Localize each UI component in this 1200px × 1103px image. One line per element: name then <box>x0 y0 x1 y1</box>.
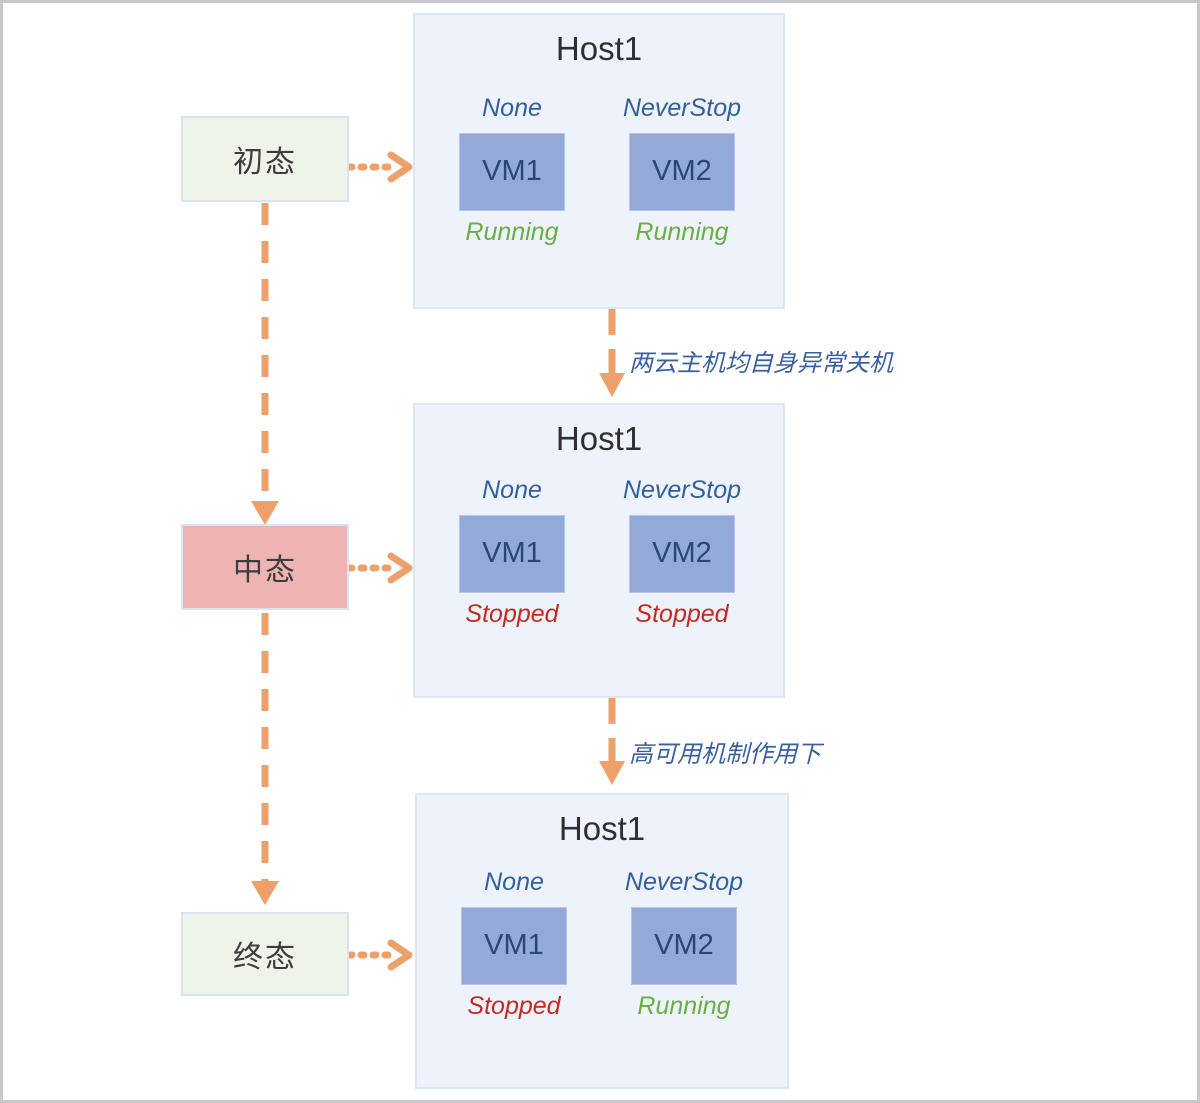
transition-arrow-2 <box>599 698 625 785</box>
host-panel-1[interactable]: Host1 None VM1 Running NeverStop VM2 Run… <box>413 13 785 309</box>
vm-box-vm1[interactable]: VM1 <box>459 514 565 593</box>
vm-name-label: VM1 <box>482 155 542 187</box>
host-panel-2-title: Host1 <box>555 420 643 457</box>
state-label-final: 终态 <box>233 941 297 974</box>
vm-group-1-2: NeverStop VM2 Running <box>607 94 757 246</box>
state-box-initial[interactable]: 初态 <box>181 116 349 202</box>
state-label-middle: 中态 <box>233 554 297 587</box>
vm-name-label: VM2 <box>654 929 714 961</box>
vm-status-label: Stopped <box>465 599 559 628</box>
vm-box-vm1[interactable]: VM1 <box>461 906 567 985</box>
vm-policy-label: NeverStop <box>624 868 744 896</box>
vm-group-2-1: None VM1 Stopped <box>437 476 587 628</box>
vm-group-3-1: None VM1 Stopped <box>439 868 589 1020</box>
vm-policy-label: None <box>482 94 542 122</box>
vm-status-label: Running <box>465 217 559 246</box>
vm-name-label: VM2 <box>652 537 712 569</box>
state-box-final[interactable]: 终态 <box>181 912 349 996</box>
vm-group-3-2: NeverStop VM2 Running <box>609 868 759 1020</box>
vm-group-1-1: None VM1 Running <box>437 94 587 246</box>
state-flow-arrow-initial-to-middle <box>251 203 279 525</box>
host-panel-3[interactable]: Host1 None VM1 Stopped NeverStop VM2 Run… <box>415 793 789 1089</box>
transition-arrow-1 <box>599 309 625 397</box>
vm-box-vm2[interactable]: VM2 <box>629 132 735 211</box>
transition-label-1: 两云主机均自身异常关机 <box>629 350 893 377</box>
host-panel-1-title: Host1 <box>555 30 643 67</box>
vm-policy-label: None <box>484 868 544 896</box>
transition-label-2: 高可用机制作用下 <box>629 741 821 768</box>
vm-box-vm1[interactable]: VM1 <box>459 132 565 211</box>
vm-policy-label: None <box>482 476 542 504</box>
state-box-middle[interactable]: 中态 <box>181 524 349 610</box>
state-to-panel-arrow-3 <box>345 939 413 971</box>
vm-name-label: VM1 <box>484 929 544 961</box>
state-label-initial: 初态 <box>233 146 297 179</box>
vm-policy-label: NeverStop <box>622 94 742 122</box>
vm-name-label: VM2 <box>652 155 712 187</box>
vm-box-vm2[interactable]: VM2 <box>631 906 737 985</box>
vm-status-label: Running <box>635 217 729 246</box>
state-flow-arrow-middle-to-final <box>251 613 279 905</box>
vm-status-label: Stopped <box>635 599 729 628</box>
vm-box-vm2[interactable]: VM2 <box>629 514 735 593</box>
host-panel-2[interactable]: Host1 None VM1 Stopped NeverStop VM2 Sto… <box>413 403 785 698</box>
state-to-panel-arrow-1 <box>345 151 413 183</box>
vm-policy-label: NeverStop <box>622 476 742 504</box>
state-to-panel-arrow-2 <box>345 552 413 584</box>
vm-status-label: Stopped <box>467 991 561 1020</box>
host-panel-3-title: Host1 <box>558 810 646 847</box>
vm-name-label: VM1 <box>482 537 542 569</box>
vm-group-2-2: NeverStop VM2 Stopped <box>607 476 757 628</box>
vm-status-label: Running <box>637 991 731 1020</box>
